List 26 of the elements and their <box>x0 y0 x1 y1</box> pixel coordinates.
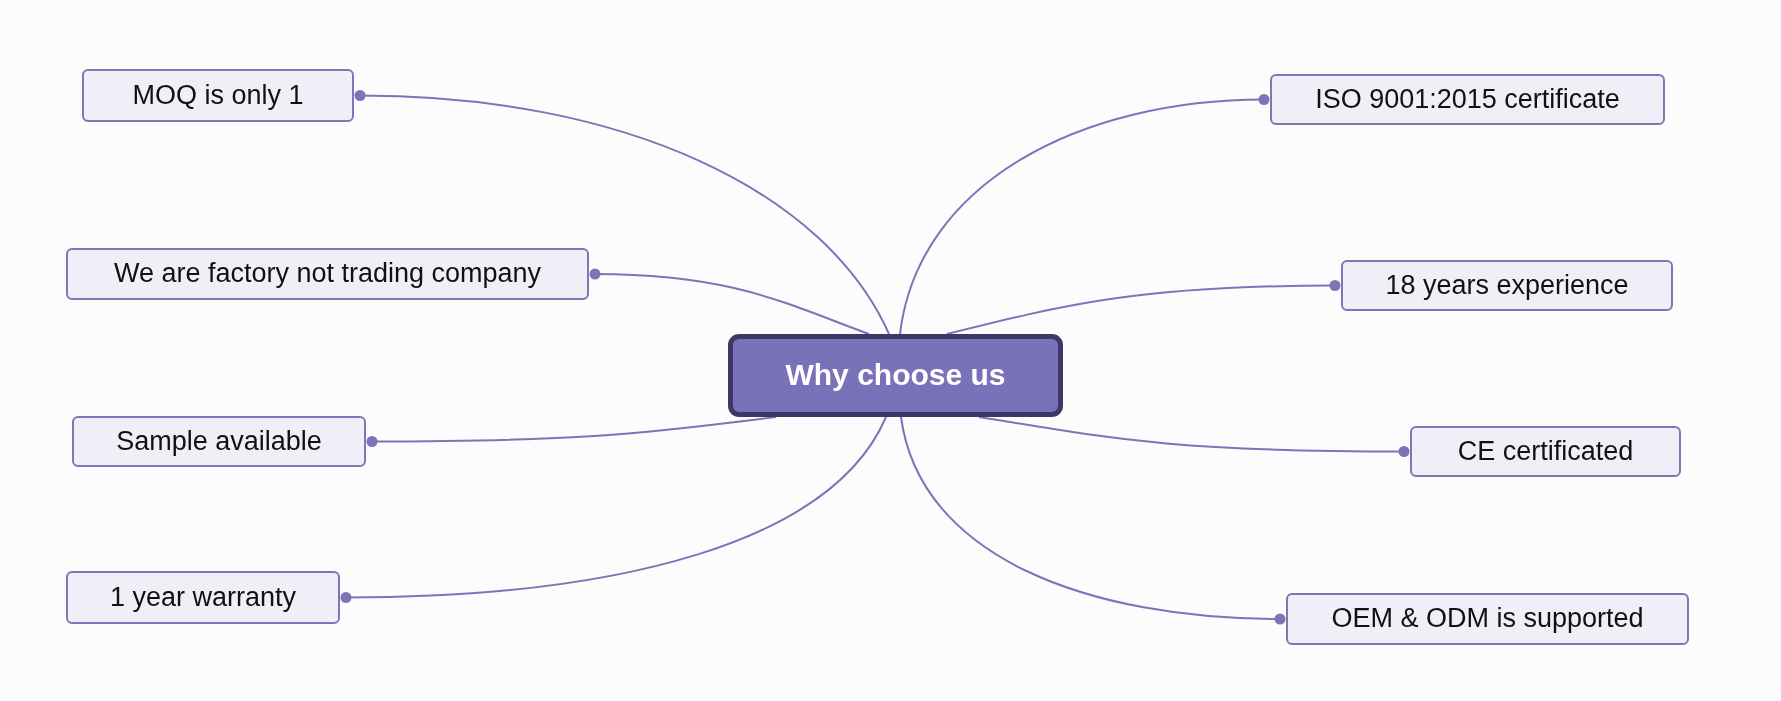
connector-line <box>354 90 890 335</box>
connector-line <box>900 416 1286 625</box>
topic-text: 1 year warranty <box>109 581 297 613</box>
topic-box <box>1270 74 1665 125</box>
topic-box <box>66 248 589 300</box>
central-topic-box <box>728 334 1063 417</box>
topic-text: Sample available <box>116 425 322 457</box>
topic-box <box>1410 426 1681 477</box>
topic-text: ISO 9001:2015 certificate <box>1315 83 1620 115</box>
connector-line <box>946 280 1341 335</box>
connector-line <box>340 416 887 603</box>
topic-text: 18 years experience <box>1385 269 1629 301</box>
topic-text: OEM & ODM is supported <box>1331 603 1644 635</box>
connector-line <box>899 94 1270 335</box>
topic-box <box>1341 260 1673 311</box>
topic-box <box>1286 593 1689 645</box>
connector-line <box>589 268 870 335</box>
connector-line <box>978 416 1410 457</box>
connector-line <box>366 416 777 447</box>
topic-box <box>82 69 354 122</box>
topic-text: We are factory not trading company <box>113 258 542 290</box>
topic-text: CE certificated <box>1457 435 1634 467</box>
topic-box <box>72 416 366 467</box>
topic-text: MOQ is only 1 <box>132 79 304 111</box>
topic-box <box>66 571 340 624</box>
central-topic-text: Why choose us <box>785 358 1006 393</box>
